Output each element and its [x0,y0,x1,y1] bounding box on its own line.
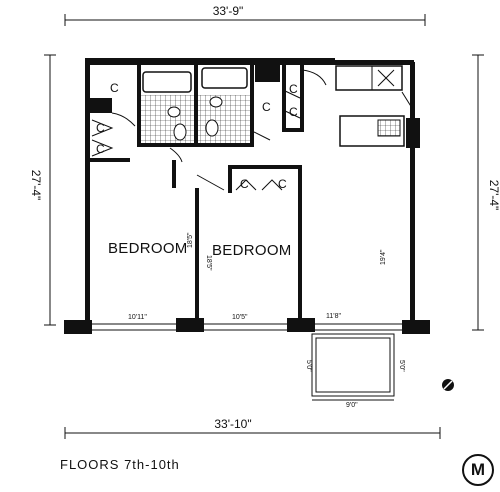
bottom-dimension-label: 33'-10" [214,417,251,431]
left-dimension-line [44,54,56,326]
bedroom-1-width: 10'11" [128,314,147,321]
toilet-2 [205,119,219,137]
right-dimension-line [472,54,484,331]
north-arrow-icon [442,379,454,391]
sink-2 [209,96,223,108]
floors-label: FLOORS 7th-10th [60,457,180,472]
balcony-width: 9'0" [346,402,358,409]
kitchen-counter-top [335,65,403,91]
closet-label-5: C [289,82,298,96]
bedroom-1-height: 18'5" [187,232,194,248]
living-width: 11'8" [326,313,341,320]
top-dimension-line [64,14,426,26]
closet-label-3: C [96,142,105,156]
bedroom-2-width: 10'5" [232,314,248,321]
exterior-walls [64,58,430,334]
bathroom-2 [198,67,250,143]
closet-label-1: C [110,81,119,95]
bathtub-1 [142,71,192,93]
closet-label-4: C [262,100,271,114]
window-walls [92,323,402,331]
left-dimension-label: 27'-4" [29,170,43,201]
toilet-1 [173,123,187,141]
top-dimension-label: 33'-9" [213,4,244,18]
closet-label-6: C [289,105,298,119]
closet-label-7: C [240,177,249,191]
bedroom-1-label: BEDROOM [108,240,188,257]
bottom-dimension-line [64,427,441,439]
m-logo-icon: M [462,454,494,486]
closet-label-8: C [278,177,287,191]
closets [91,89,301,191]
bathtub-2 [201,67,248,89]
bedroom-2-height: 18'5" [205,255,212,271]
closet-label-2: C [96,121,105,135]
balcony [311,333,395,401]
balcony-depth-left: 5'0" [305,360,312,372]
sink-1 [167,106,181,118]
range [377,119,401,137]
kitchen [335,65,413,147]
bedroom-2-label: BEDROOM [212,242,292,259]
balcony-depth-right: 5'0" [398,360,405,372]
living-height: 19'4" [380,249,387,265]
bathroom-1 [141,71,194,143]
interior-walls [90,62,304,320]
kitchen-door-swing [401,91,413,109]
door-swings [111,69,327,191]
right-dimension-label: 27'-4" [487,180,500,211]
